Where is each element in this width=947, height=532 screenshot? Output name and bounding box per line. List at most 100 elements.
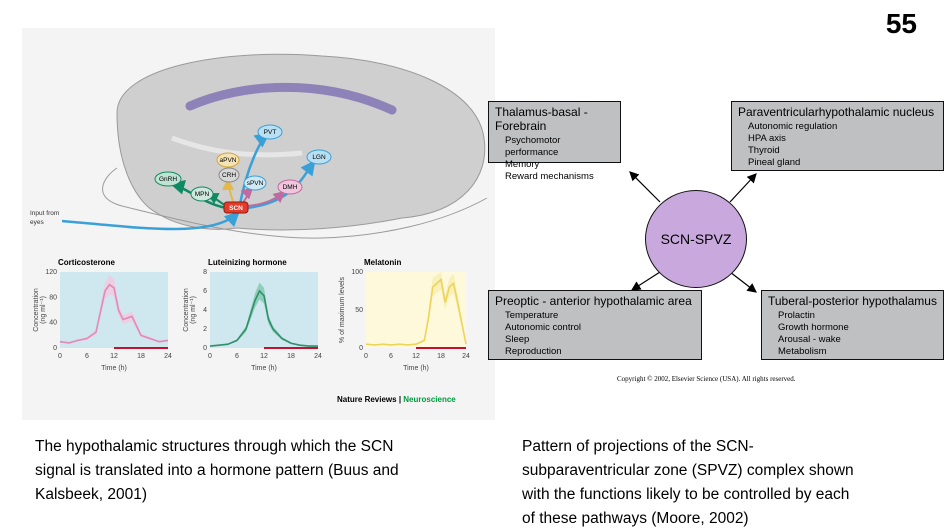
box-title: Paraventricularhypothalamic nucleus xyxy=(738,105,935,119)
x-tick-label: 6 xyxy=(85,353,89,360)
x-tick-label: 18 xyxy=(137,353,145,360)
nucleus-spvn: sPVN xyxy=(243,175,267,191)
box-item: Memory xyxy=(505,159,540,170)
hypothalamic-structures-figure: PVT LGN aPVN CRH sPVN DMH MPN GnRH SCN I… xyxy=(22,28,495,420)
chart-title: Luteinizing hormone xyxy=(208,258,287,267)
arrow-to-tuberal xyxy=(729,271,757,293)
arrow-to-thalamus xyxy=(629,171,661,203)
caption-line: Kalsbeek, 2001) xyxy=(35,486,148,503)
caption-line: of these pathways (Moore, 2002) xyxy=(522,510,749,527)
brain-lower xyxy=(102,167,488,239)
y-tick-label: 120 xyxy=(45,269,57,276)
footer-sep: | xyxy=(397,395,404,404)
input-label-line1: Input from xyxy=(30,210,59,217)
y-axis-label: Concentration xyxy=(183,288,190,332)
arrow-to-dmh xyxy=(247,190,286,207)
svg-text:GnRH: GnRH xyxy=(159,176,177,183)
right-caption: Pattern of projections of the SCN- subpa… xyxy=(522,435,942,531)
box-paraventricular-nucleus: Paraventricularhypothalamic nucleus Auto… xyxy=(731,101,944,171)
svg-text:CRH: CRH xyxy=(222,172,236,179)
box-title: Tuberal-posterior hypothalamus xyxy=(768,294,937,308)
caption-line: The hypothalamic structures through whic… xyxy=(35,438,394,455)
box-item: Sleep xyxy=(505,334,530,345)
x-tick-label: 12 xyxy=(260,353,268,360)
arrow-to-preoptic xyxy=(630,271,661,291)
box-item: Reward mechanisms xyxy=(505,171,594,182)
x-axis-label: Time (h) xyxy=(101,365,127,372)
nucleus-crh: CRH xyxy=(218,167,240,183)
x-tick-label: 0 xyxy=(58,353,62,360)
box-item: HPA axis xyxy=(748,133,786,144)
nucleus-lgn: LGN xyxy=(306,149,332,165)
y-tick-label: 80 xyxy=(49,294,57,301)
y-axis-label: % of maximum levels xyxy=(339,276,346,343)
caption-line: Pattern of projections of the SCN- xyxy=(522,438,754,455)
svg-text:DMH: DMH xyxy=(283,184,298,191)
series-line xyxy=(209,289,318,347)
svg-text:aPVN: aPVN xyxy=(220,157,237,164)
x-axis-label: Time (h) xyxy=(251,365,277,372)
box-item: Psychomotor performance xyxy=(505,135,561,158)
box-title: Thalamus-basal - Forebrain xyxy=(495,105,588,133)
svg-text:MPN: MPN xyxy=(195,191,210,198)
svg-text:sPVN: sPVN xyxy=(247,180,264,187)
caption-line: signal is translated into a hormone patt… xyxy=(35,462,399,479)
box-item: Prolactin xyxy=(778,310,815,321)
x-tick-label: 24 xyxy=(314,353,322,360)
box-item: Thyroid xyxy=(748,145,780,156)
box-title: Preoptic - anterior hypothalamic area xyxy=(495,294,692,308)
nucleus-pvt: PVT xyxy=(257,124,283,140)
y-tick-label: 6 xyxy=(203,288,207,295)
x-tick-label: 18 xyxy=(287,353,295,360)
box-item: Growth hormone xyxy=(778,322,849,333)
input-label-line2: eyes xyxy=(30,219,44,226)
y-tick-label: 50 xyxy=(355,307,363,314)
y-tick-label: 100 xyxy=(351,269,363,276)
series-line xyxy=(365,278,467,346)
copyright-notice: Copyright © 2002, Elsevier Science (USA)… xyxy=(617,375,796,383)
chart-title: Corticosterone xyxy=(58,258,115,267)
y-tick-label: 2 xyxy=(203,326,207,333)
x-axis-label: Time (h) xyxy=(403,365,429,372)
x-tick-label: 24 xyxy=(462,353,470,360)
caption-line: subparaventricular zone (SPVZ) complex s… xyxy=(522,462,854,479)
corpus-callosum xyxy=(185,82,397,115)
nucleus-dmh: DMH xyxy=(277,179,303,195)
slide-number: 55 xyxy=(885,8,917,39)
y-axis-label: (ng ml⁻¹) xyxy=(190,296,197,324)
box-item: Metabolism xyxy=(778,346,827,357)
footer-brand: Nature Reviews xyxy=(337,395,397,404)
brain-diagram: PVT LGN aPVN CRH sPVN DMH MPN GnRH SCN I… xyxy=(30,53,488,404)
y-tick-label: 0 xyxy=(203,345,207,352)
scn-spvz-node: SCN-SPVZ xyxy=(645,190,747,288)
y-axis-label: (ng ml⁻¹) xyxy=(40,296,47,324)
box-item: Reproduction xyxy=(505,346,562,357)
svg-text:LGN: LGN xyxy=(312,154,326,161)
nucleus-scn: SCN xyxy=(223,201,249,214)
center-label: SCN-SPVZ xyxy=(660,231,732,247)
x-tick-label: 0 xyxy=(208,353,212,360)
box-thalamus-basal-forebrain: Thalamus-basal - Forebrain Psychomotor p… xyxy=(488,101,621,182)
projection-diagram: Thalamus-basal - Forebrain Psychomotor p… xyxy=(484,94,946,394)
caption-line: with the functions likely to be controll… xyxy=(522,486,850,503)
chart-plot-area xyxy=(210,272,318,348)
brain-silhouette xyxy=(116,53,486,231)
x-tick-label: 0 xyxy=(364,353,368,360)
x-tick-label: 6 xyxy=(235,353,239,360)
box-item: Autonomic control xyxy=(505,322,582,333)
svg-text:Nature Reviews | Neuroscience: Nature Reviews | Neuroscience xyxy=(337,395,456,404)
x-tick-label: 12 xyxy=(412,353,420,360)
box-item: Arousal - wake xyxy=(778,334,841,345)
box-item: Temperature xyxy=(505,310,559,321)
svg-text:SCN: SCN xyxy=(229,205,243,212)
box-item: Autonomic regulation xyxy=(748,121,838,132)
nucleus-mpn: MPN xyxy=(190,186,214,202)
nucleus-gnrh: GnRH xyxy=(154,171,182,187)
box-item: Pineal gland xyxy=(748,157,801,168)
x-tick-label: 12 xyxy=(110,353,118,360)
svg-text:PVT: PVT xyxy=(264,129,277,136)
y-axis-label: Concentration xyxy=(33,288,40,332)
x-tick-label: 6 xyxy=(389,353,393,360)
